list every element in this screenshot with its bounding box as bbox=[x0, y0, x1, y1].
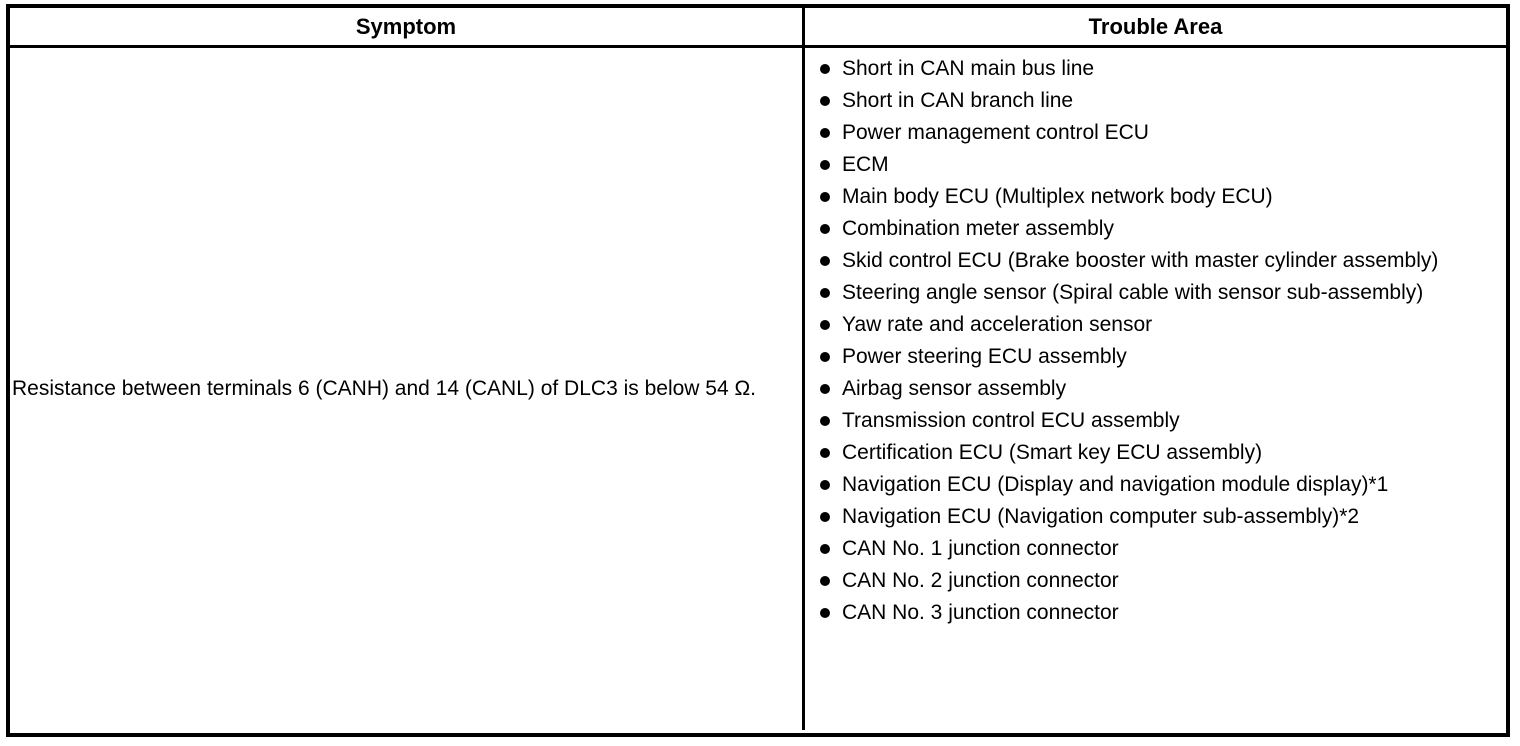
trouble-area-item: Short in CAN branch line bbox=[820, 85, 1503, 117]
trouble-area-item-label: Short in CAN main bus line bbox=[842, 57, 1095, 80]
table-header-row: Symptom Trouble Area bbox=[10, 8, 1506, 48]
column-header-symptom: Symptom bbox=[10, 8, 805, 45]
trouble-area-item: ECM bbox=[820, 149, 1503, 181]
trouble-area-item: Airbag sensor assembly bbox=[820, 373, 1503, 405]
trouble-area-list: Short in CAN main bus line Short in CAN … bbox=[820, 53, 1503, 629]
trouble-area-item-label: Yaw rate and acceleration sensor bbox=[842, 313, 1153, 336]
trouble-area-item-label: Navigation ECU (Navigation computer sub-… bbox=[842, 505, 1360, 528]
trouble-area-item: Steering angle sensor (Spiral cable with… bbox=[820, 277, 1503, 309]
trouble-area-cell: Short in CAN main bus line Short in CAN … bbox=[805, 48, 1506, 730]
symptom-cell: Resistance between terminals 6 (CANH) an… bbox=[10, 48, 805, 730]
trouble-area-item-label: CAN No. 1 junction connector bbox=[842, 537, 1119, 560]
bullet-icon bbox=[820, 96, 830, 106]
trouble-area-item: CAN No. 1 junction connector bbox=[820, 533, 1503, 565]
trouble-area-item-label: Transmission control ECU assembly bbox=[842, 409, 1180, 432]
trouble-area-item-label: Power steering ECU assembly bbox=[842, 345, 1127, 368]
bullet-icon bbox=[820, 352, 830, 362]
trouble-area-item: Power management control ECU bbox=[820, 117, 1503, 149]
bullet-icon bbox=[820, 608, 830, 618]
trouble-area-item-label: Main body ECU (Multiplex network body EC… bbox=[842, 185, 1273, 208]
trouble-area-item-label: CAN No. 2 junction connector bbox=[842, 569, 1119, 592]
trouble-area-item-label: Power management control ECU bbox=[842, 121, 1149, 144]
trouble-area-item: Power steering ECU assembly bbox=[820, 341, 1503, 373]
trouble-area-item: CAN No. 3 junction connector bbox=[820, 597, 1503, 629]
bullet-icon bbox=[820, 416, 830, 426]
column-header-trouble-area: Trouble Area bbox=[1088, 14, 1223, 39]
trouble-area-item: Short in CAN main bus line bbox=[820, 53, 1503, 85]
trouble-area-item-label: Steering angle sensor (Spiral cable with… bbox=[842, 281, 1424, 304]
trouble-area-item: Skid control ECU (Brake booster with mas… bbox=[820, 245, 1503, 277]
trouble-area-item-label: CAN No. 3 junction connector bbox=[842, 601, 1119, 624]
trouble-area-item: CAN No. 2 junction connector bbox=[820, 565, 1503, 597]
trouble-area-item: Navigation ECU (Navigation computer sub-… bbox=[820, 501, 1503, 533]
bullet-icon bbox=[820, 224, 830, 234]
trouble-area-item-label: Combination meter assembly bbox=[842, 217, 1114, 240]
bullet-icon bbox=[820, 128, 830, 138]
bullet-icon bbox=[820, 384, 830, 394]
trouble-area-item: Yaw rate and acceleration sensor bbox=[820, 309, 1503, 341]
bullet-icon bbox=[820, 256, 830, 266]
bullet-icon bbox=[820, 480, 830, 490]
bullet-icon bbox=[820, 512, 830, 522]
trouble-area-item: Main body ECU (Multiplex network body EC… bbox=[820, 181, 1503, 213]
bullet-icon bbox=[820, 448, 830, 458]
table-body-row: Resistance between terminals 6 (CANH) an… bbox=[10, 48, 1506, 730]
bullet-icon bbox=[820, 64, 830, 74]
bullet-icon bbox=[820, 160, 830, 170]
bullet-icon bbox=[820, 192, 830, 202]
trouble-area-item-label: Certification ECU (Smart key ECU assembl… bbox=[842, 441, 1263, 464]
trouble-area-item: Navigation ECU (Display and navigation m… bbox=[820, 469, 1503, 501]
symptom-text: Resistance between terminals 6 (CANH) an… bbox=[12, 377, 757, 400]
symptom-trouble-area-table: Symptom Trouble Area Resistance between … bbox=[6, 4, 1510, 737]
trouble-area-item-label: ECM bbox=[842, 153, 889, 176]
trouble-area-item-label: Navigation ECU (Display and navigation m… bbox=[842, 473, 1389, 496]
trouble-area-item-label: Airbag sensor assembly bbox=[842, 377, 1067, 400]
trouble-area-item-label: Skid control ECU (Brake booster with mas… bbox=[842, 249, 1439, 272]
trouble-area-item: Transmission control ECU assembly bbox=[820, 405, 1503, 437]
trouble-area-item-label: Short in CAN branch line bbox=[842, 89, 1074, 112]
bullet-icon bbox=[820, 320, 830, 330]
bullet-icon bbox=[820, 576, 830, 586]
trouble-area-item: Certification ECU (Smart key ECU assembl… bbox=[820, 437, 1503, 469]
trouble-area-item: Combination meter assembly bbox=[820, 213, 1503, 245]
bullet-icon bbox=[820, 288, 830, 298]
bullet-icon bbox=[820, 544, 830, 554]
